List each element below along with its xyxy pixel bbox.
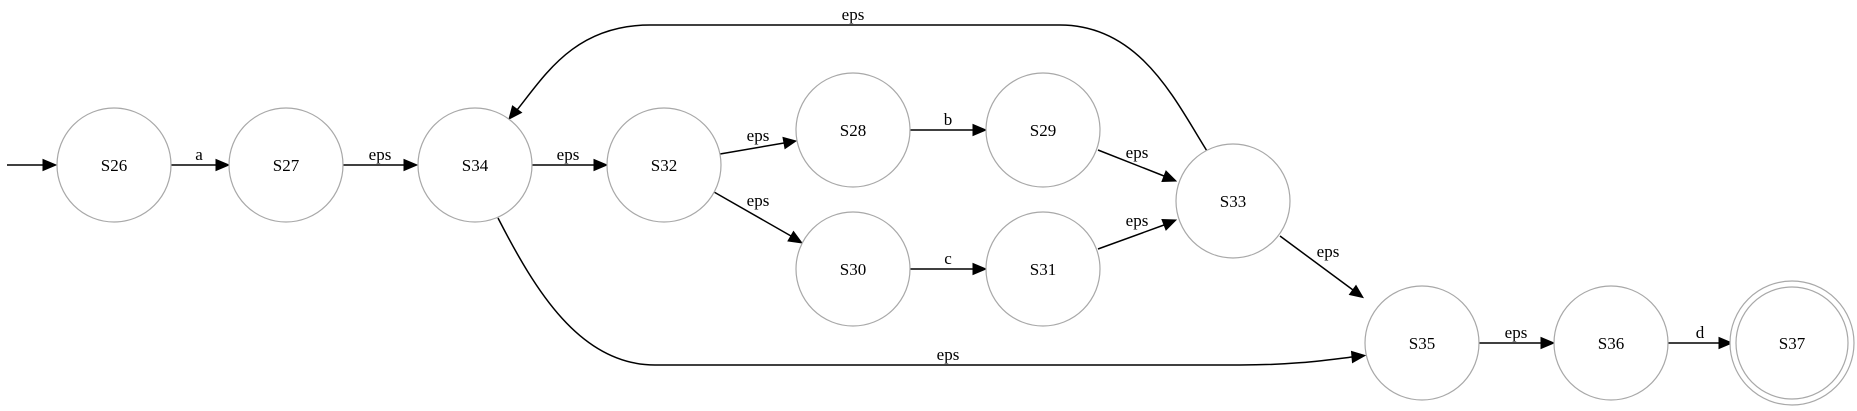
transition-s33-s35: eps	[1279, 235, 1365, 299]
transition-s34-s32: eps	[532, 145, 609, 172]
transition-label: eps	[747, 191, 770, 210]
transition-s32-s28: eps	[719, 126, 798, 155]
state-s28: S28	[795, 72, 911, 188]
state-s31: S31	[985, 211, 1101, 327]
transition-label: eps	[1505, 323, 1528, 342]
state-s30: S30	[795, 211, 911, 327]
transition-s34-s35: eps	[497, 217, 1367, 366]
transition-label: c	[944, 249, 952, 268]
transition-label: eps	[937, 345, 960, 364]
state-s34: S34	[417, 107, 533, 223]
transition-s35-s36: eps	[1478, 323, 1556, 350]
transition-s36-s37: d	[1668, 323, 1734, 350]
state-label: S37	[1779, 334, 1806, 353]
state-s29: S29	[985, 72, 1101, 188]
transition-label: b	[944, 110, 953, 129]
transition-s26-s27: a	[171, 145, 231, 172]
state-label: S29	[1030, 121, 1056, 140]
state-label: S32	[651, 156, 677, 175]
transition-label: eps	[747, 126, 770, 145]
transition-s33-s34: eps	[508, 5, 1208, 152]
transition-label: eps	[557, 145, 580, 164]
transition-s32-s30: eps	[713, 191, 804, 244]
state-s27: S27	[228, 107, 344, 223]
state-label: S33	[1220, 192, 1246, 211]
state-label: S26	[101, 156, 127, 175]
state-label: S36	[1598, 334, 1624, 353]
state-label: S34	[462, 156, 489, 175]
state-s35: S35	[1364, 285, 1480, 401]
start-arrow	[7, 158, 58, 172]
transition-label: eps	[1317, 242, 1340, 261]
transition-label: eps	[842, 5, 865, 24]
state-label: S35	[1409, 334, 1435, 353]
transition-s27-s34: eps	[343, 145, 419, 172]
state-s33: S33	[1175, 143, 1291, 259]
transition-label: eps	[1126, 211, 1149, 230]
state-label: S27	[273, 156, 300, 175]
transition-s29-s33: eps	[1097, 143, 1178, 183]
transition-label: eps	[1126, 143, 1149, 162]
transition-label: eps	[369, 145, 392, 164]
state-s37-accepting: S37	[1729, 280, 1855, 406]
state-label: S30	[840, 260, 866, 279]
state-s36: S36	[1553, 285, 1669, 401]
transition-s28-s29: b	[910, 110, 988, 137]
state-label: S31	[1030, 260, 1056, 279]
state-s32: S32	[606, 107, 722, 223]
transition-s31-s33: eps	[1097, 211, 1178, 250]
transition-s30-s31: c	[910, 249, 988, 276]
transition-label: d	[1696, 323, 1705, 342]
transition-label: a	[195, 145, 203, 164]
state-s26: S26	[56, 107, 172, 223]
state-label: S28	[840, 121, 866, 140]
